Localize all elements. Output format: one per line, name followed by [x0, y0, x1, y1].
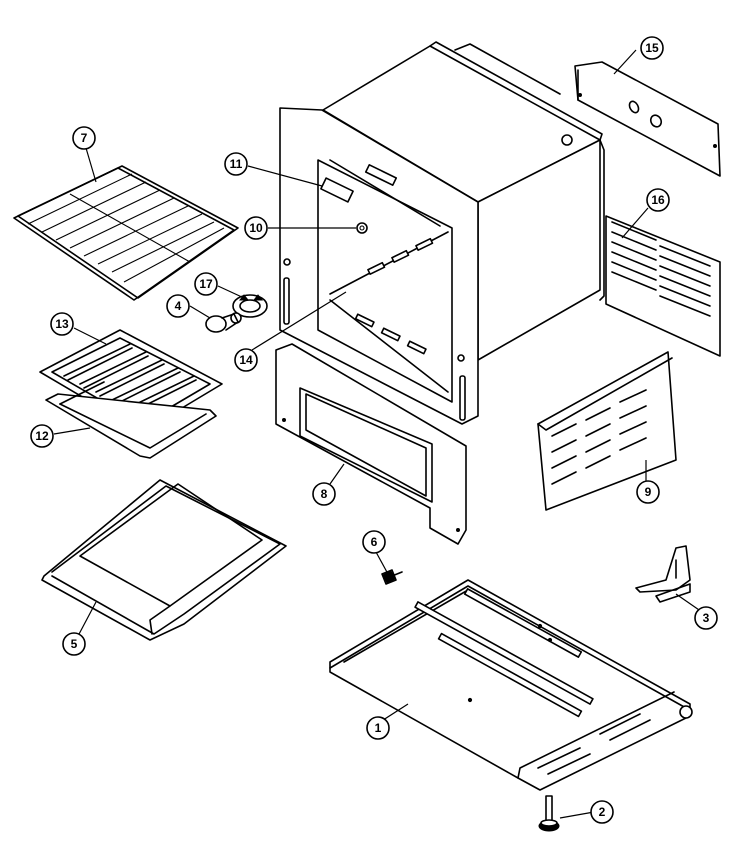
- callout-5-label: 5: [71, 637, 78, 651]
- callout-6-label: 6: [371, 535, 378, 549]
- callout-13-label: 13: [55, 317, 69, 331]
- callout-15: 15: [640, 36, 664, 60]
- callout-8-label: 8: [321, 487, 328, 501]
- callout-1-label: 1: [375, 721, 382, 735]
- back-panel-top: [574, 61, 721, 177]
- callout-3-label: 3: [703, 611, 710, 625]
- callout-11: 11: [224, 152, 248, 176]
- side-panel: [537, 351, 677, 511]
- callout-10: 10: [244, 216, 268, 240]
- callout-17-label: 17: [199, 277, 213, 291]
- anti-tip-bracket: [635, 545, 691, 603]
- callout-4: 4: [166, 294, 190, 318]
- leveling-leg: [538, 795, 560, 832]
- callout-5: 5: [62, 632, 86, 656]
- drawer-front-panel: [275, 343, 467, 545]
- callout-1: 1: [366, 716, 390, 740]
- callout-9-label: 9: [645, 485, 652, 499]
- callout-15-label: 15: [645, 41, 659, 55]
- drawer-tray: [41, 479, 287, 641]
- callout-12: 12: [30, 424, 54, 448]
- callout-3: 3: [694, 606, 718, 630]
- rear-louvered-panel: [605, 215, 721, 357]
- callout-4-label: 4: [175, 299, 182, 313]
- screw: [381, 569, 403, 585]
- light-socket-assembly: [230, 294, 268, 324]
- callout-14: 14: [234, 348, 258, 372]
- callout-12-label: 12: [35, 429, 49, 443]
- callout-7-label: 7: [81, 131, 88, 145]
- callout-17: 17: [194, 272, 218, 296]
- leader-lines: [53, 49, 703, 819]
- callout-2: 2: [590, 800, 614, 824]
- callout-16: 16: [646, 188, 670, 212]
- oven-cavity: [279, 41, 605, 425]
- callout-8: 8: [312, 482, 336, 506]
- oven-rack: [13, 165, 239, 301]
- callout-16-label: 16: [651, 193, 665, 207]
- callout-6: 6: [362, 530, 386, 554]
- callout-11-label: 11: [230, 157, 243, 171]
- callout-13: 13: [50, 312, 74, 336]
- callout-9: 9: [636, 480, 660, 504]
- callout-7: 7: [72, 126, 96, 150]
- broiler-pan: [45, 381, 217, 459]
- base-panel: [329, 579, 693, 791]
- callout-2-label: 2: [599, 805, 606, 819]
- callout-10-label: 10: [249, 221, 263, 235]
- callout-14-label: 14: [239, 353, 253, 367]
- light-bulb: [205, 313, 239, 333]
